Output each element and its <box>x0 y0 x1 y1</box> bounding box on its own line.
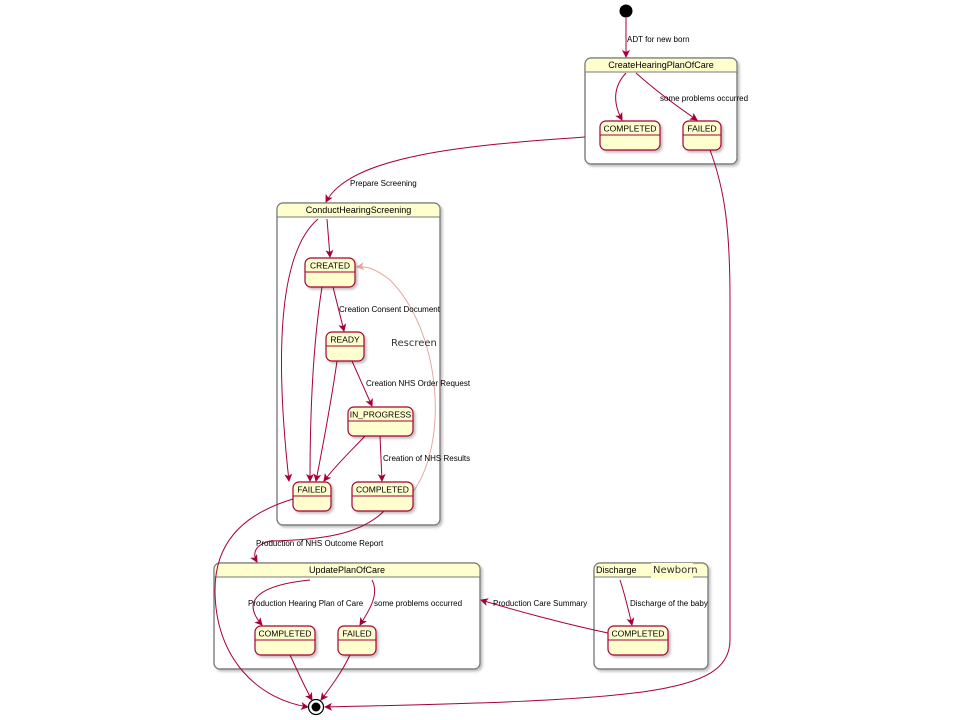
edge-created-to-ready <box>332 286 347 332</box>
edge-created-to-failed <box>306 286 323 482</box>
state-label: COMPLETED <box>612 629 665 639</box>
edge-conduct-to-update <box>250 510 385 563</box>
edges-layer <box>214 18 731 711</box>
state-conduct-completed: COMPLETED <box>351 481 414 512</box>
edge-conduct-inner-to-failed <box>280 218 319 482</box>
edge-in-progress-to-failed <box>323 435 366 482</box>
edge-ready-to-in-progress <box>351 360 373 407</box>
edge-in-progress-to-completed <box>377 435 386 482</box>
state-update-failed: FAILED <box>337 625 377 656</box>
edge-conduct-failed-to-end <box>214 498 309 710</box>
state-conduct-ready: READY <box>325 331 365 362</box>
edge-rescreen <box>356 262 436 493</box>
start-node <box>619 4 633 18</box>
state-label: FAILED <box>297 485 326 495</box>
edge-discharge-inner-to-completed <box>619 579 635 626</box>
end-node <box>307 698 325 716</box>
edge-create-to-conduct <box>325 136 586 203</box>
state-conduct-in-progress: IN_PROGRESS <box>347 406 414 437</box>
transition-label-creation-consent: Creation Consent Document <box>339 305 441 314</box>
state-conduct-created: CREATED <box>304 257 356 288</box>
state-label: IN_PROGRESS <box>350 410 412 420</box>
newborn-label-box <box>651 563 693 579</box>
transition-label-creation-nhs-results: Creation of NHS Results <box>383 454 470 463</box>
edge-update-failed-to-end <box>320 654 351 701</box>
edge-discharge-completed-to-update <box>480 598 609 634</box>
state-label: COMPLETED <box>604 124 657 134</box>
state-label: FAILED <box>687 124 716 134</box>
transition-label-prepare-screening: Prepare Screening <box>350 179 417 188</box>
edge-create-inner-to-completed <box>615 72 627 121</box>
state-update-completed: COMPLETED <box>254 625 316 656</box>
edge-update-completed-to-end <box>289 654 313 701</box>
composite-title: CreateHearingPlanOfCare <box>608 60 714 70</box>
state-label: CREATED <box>310 261 350 271</box>
edge-update-inner-to-failed <box>359 579 376 626</box>
transition-label-production-hearing-plan: Production Hearing Plan of Care <box>248 599 364 608</box>
state-conduct-failed: FAILED <box>292 481 332 512</box>
transition-label-creation-nhs-order: Creation NHS Order Request <box>366 379 471 388</box>
composite-conduct: ConductHearingScreening <box>276 202 441 526</box>
edge-update-inner-to-completed <box>252 579 311 626</box>
transition-label-some-problems-1: some problems occurred <box>660 94 748 103</box>
transition-label-production-care-summary: Production Care Summary <box>493 599 587 608</box>
composite-title: Discharge <box>596 565 637 575</box>
transition-label-adt: ADT for new born <box>627 35 690 44</box>
rescreen-label: Rescreen <box>391 338 437 349</box>
states-layer: COMPLETED FAILED CREATED READY IN_PROGRESS FA… <box>254 120 722 656</box>
edge-create-failed-to-end <box>324 149 731 711</box>
state-label: FAILED <box>342 629 371 639</box>
edge-conduct-inner-to-created <box>325 218 334 258</box>
transition-label-discharge-baby: Discharge of the baby <box>630 599 708 608</box>
composite-title: ConductHearingScreening <box>306 205 412 215</box>
state-label: READY <box>330 335 360 345</box>
state-label: COMPLETED <box>259 629 312 639</box>
edge-create-inner-to-failed <box>635 72 698 121</box>
state-label: COMPLETED <box>356 485 409 495</box>
edge-ready-to-failed <box>313 360 338 482</box>
newborn-label: Newborn <box>653 565 698 576</box>
transition-label-production-nhs-outcome: Production of NHS Outcome Report <box>256 539 384 548</box>
state-create-completed: COMPLETED <box>599 120 661 151</box>
composite-title: UpdatePlanOfCare <box>309 565 385 575</box>
state-create-failed: FAILED <box>682 120 722 151</box>
state-discharge-completed: COMPLETED <box>607 625 669 656</box>
transition-label-some-problems-2: some problems occurred <box>374 599 462 608</box>
